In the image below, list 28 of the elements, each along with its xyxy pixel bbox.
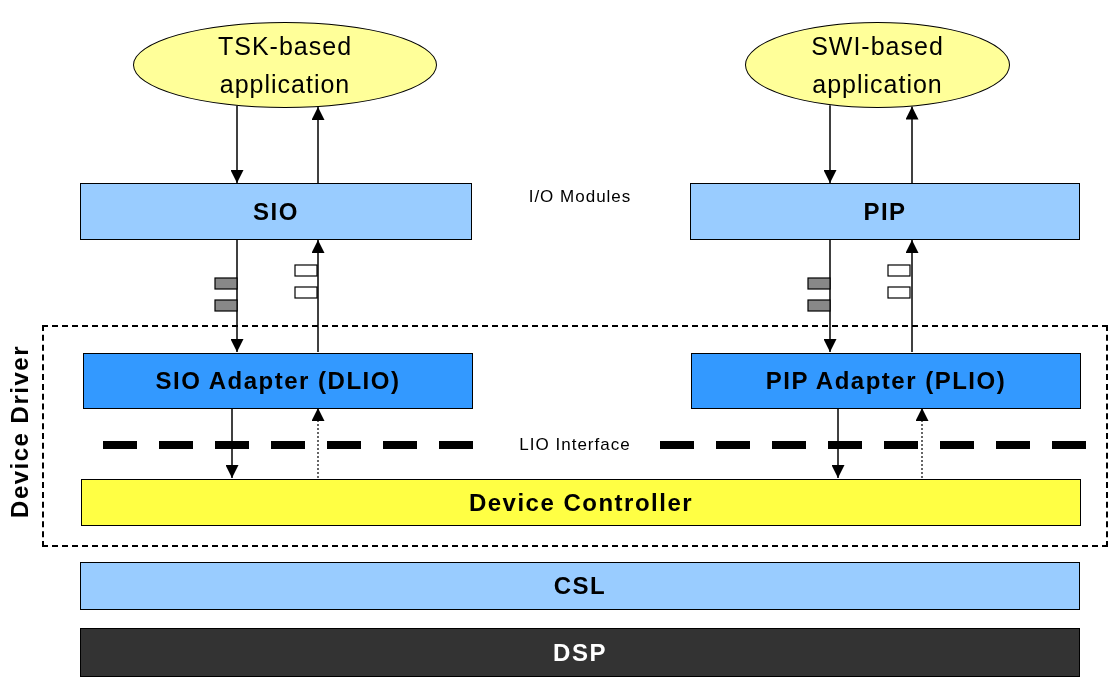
arrow	[311, 106, 325, 184]
arrow	[915, 407, 929, 479]
processor-bar	[80, 628, 1080, 677]
arrow	[311, 407, 325, 479]
node-label: SIO	[253, 197, 299, 226]
node-label: SIO Adapter (DLIO)	[155, 367, 401, 395]
arrow	[823, 239, 837, 353]
node-label: PIP	[863, 197, 907, 226]
arrow	[823, 104, 837, 184]
adapter-box	[83, 353, 473, 409]
node-label: CSL	[553, 572, 607, 600]
arrow	[831, 407, 845, 479]
module-box	[690, 183, 1080, 240]
arrow	[311, 239, 325, 353]
module-box	[80, 183, 472, 240]
arrow	[905, 239, 919, 353]
node-label: TSK-based application	[216, 31, 354, 100]
adapter-box	[691, 353, 1081, 409]
node-label: DSP	[553, 638, 607, 667]
node-label: Device Controller	[468, 488, 694, 517]
arrow	[225, 407, 239, 479]
arrow	[230, 105, 244, 184]
node-label: PIP Adapter (PLIO)	[765, 367, 1007, 395]
controller-box	[81, 479, 1081, 526]
region-label: Device Driver	[6, 345, 34, 518]
library-bar	[80, 562, 1080, 610]
node-label: SWI-based application	[810, 31, 945, 100]
arrow	[230, 239, 244, 353]
